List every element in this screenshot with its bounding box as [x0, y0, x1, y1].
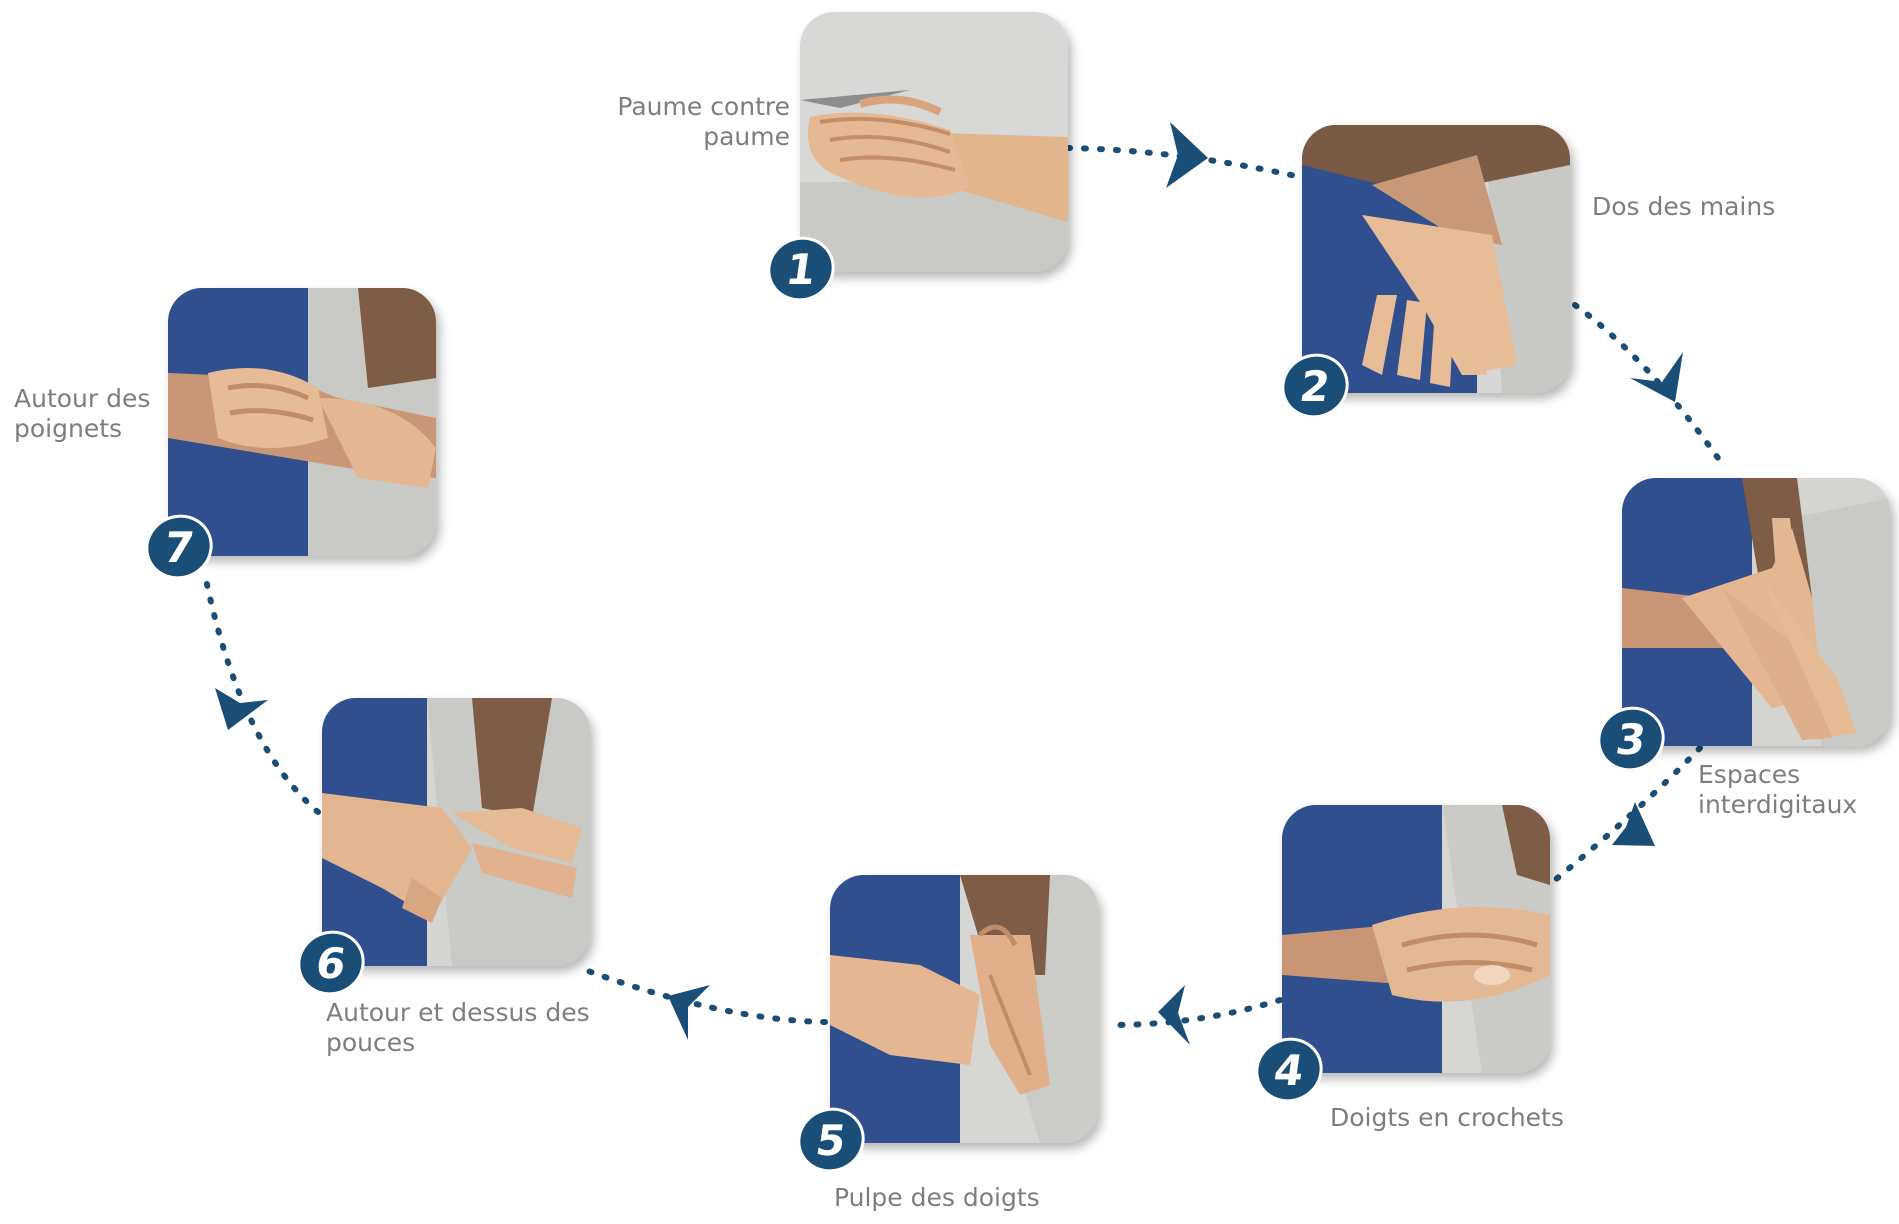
step-6: 6: [322, 698, 590, 966]
step-5-label: Pulpe des doigts: [834, 1183, 1040, 1213]
arrowhead-4-5: [1158, 985, 1190, 1045]
step-4: 4: [1282, 805, 1550, 1073]
step-1-label: Paume contre paume: [560, 92, 790, 152]
step-5: 5: [830, 875, 1098, 1143]
connector-4-5: [1110, 1000, 1280, 1025]
hand-washing-photo: [1622, 478, 1890, 746]
arrowhead-5-6: [668, 985, 710, 1040]
step-7: 7: [168, 288, 436, 556]
hand-washing-photo: [168, 288, 436, 556]
arrowhead-1-2: [1166, 122, 1208, 188]
hand-washing-photo: [322, 698, 590, 966]
connector-5-6: [580, 968, 825, 1022]
step-2-label: Dos des mains: [1592, 192, 1775, 222]
hand-washing-photo: [830, 875, 1098, 1143]
step-4-label: Doigts en crochets: [1330, 1103, 1564, 1133]
hand-washing-photo: [800, 12, 1068, 272]
step-1: 1: [800, 12, 1068, 272]
step-7-label: Autour des poignets: [14, 384, 150, 444]
step-6-label: Autour et dessus des pouces: [326, 998, 590, 1058]
step-2: 2: [1302, 125, 1570, 393]
hand-washing-photo: [1282, 805, 1550, 1073]
step-3-label: Espaces interdigitaux: [1698, 760, 1857, 820]
step-3: 3: [1622, 478, 1890, 746]
hand-washing-photo: [1302, 125, 1570, 393]
